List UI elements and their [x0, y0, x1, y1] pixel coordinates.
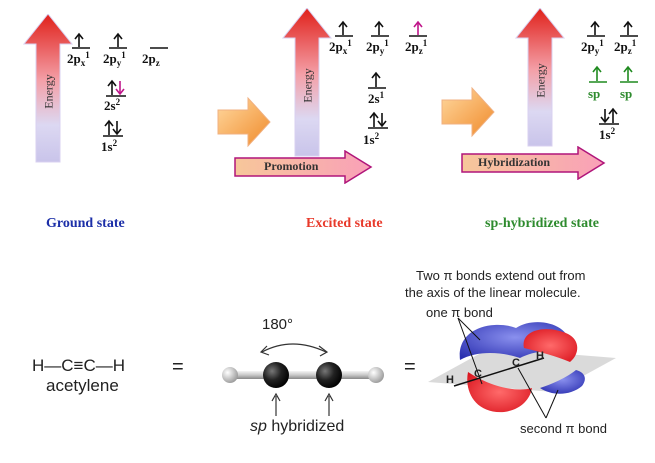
orbital-2py-ground: 2py1 [103, 50, 126, 68]
hydrogen-atom [222, 367, 238, 383]
orbital-2pz-hybrid: 2pz1 [614, 38, 637, 56]
transition-arrow-icon [217, 96, 271, 148]
atom-c-right: C [512, 357, 520, 369]
energy-arrow-ground [22, 14, 74, 163]
ball-and-stick-model [222, 343, 384, 416]
acetylene-formula: H—C≡C—H [32, 356, 126, 375]
acetylene-name: acetylene [46, 376, 119, 395]
orbital-2py-excited: 2py1 [366, 38, 389, 56]
empty-orbital-line [150, 47, 168, 49]
hybridization-arrow [461, 146, 606, 180]
energy-arrow-hybrid [514, 8, 566, 147]
orbital-1s-excited: 1s2 [363, 131, 380, 147]
sp-hybridized-title: sp-hybridized state [485, 216, 599, 231]
equals-sign: = [172, 356, 184, 378]
one-pi-bond-label: one π bond [426, 305, 493, 320]
atom-h-right: H [536, 350, 544, 362]
electron-up-icon [72, 32, 90, 49]
electron-up-icon [368, 71, 386, 89]
orbital-2px-excited: 2px1 [329, 38, 352, 56]
pi-lobe-blue [540, 370, 585, 394]
second-pi-bond-label: second π bond [520, 421, 608, 436]
angle-arc [261, 343, 327, 353]
orbital-2s-ground: 2s2 [104, 97, 121, 113]
carbon-atom [263, 362, 289, 388]
orbital-2py-hybrid: 2py1 [581, 38, 604, 56]
pi-bond-caption-line2: the axis of the linear molecule. [405, 285, 581, 300]
hydrogen-atom [368, 367, 384, 383]
energy-label-ground: Energy [41, 74, 56, 109]
electron-up-icon [371, 20, 389, 37]
orbital-1s-ground: 1s2 [101, 138, 118, 154]
hybridization-label: Hybridization [478, 155, 551, 169]
energy-label-hybrid: Energy [533, 63, 548, 98]
electron-up-icon [109, 32, 127, 49]
pi-bond-caption-line1: Two π bonds extend out from [416, 268, 586, 283]
sp-electron-icon [589, 65, 607, 83]
electron-pair-icon [599, 107, 619, 125]
promoted-electron-icon [409, 20, 427, 37]
electron-pair-icon [106, 79, 126, 97]
atom-h-left: H [446, 374, 454, 386]
sp-hybridized-caption: sp hybridized [250, 418, 345, 435]
carbon-atom [316, 362, 342, 388]
ground-state-title: Ground state [46, 216, 125, 231]
orbital-1s-hybrid: 1s2 [599, 126, 616, 142]
transition-arrow-icon [441, 86, 495, 138]
electron-pair-icon [103, 119, 123, 137]
orbital-2pz-ground: 2pz [142, 51, 160, 68]
orbital-sp-a: sp [588, 86, 601, 101]
electron-pair-icon [368, 111, 388, 129]
sp-electron-icon [620, 65, 638, 83]
electron-up-icon [335, 20, 353, 37]
bond-angle-label: 180° [262, 316, 294, 333]
pi-lobe-red [467, 372, 532, 413]
orbital-sp-b: sp [620, 86, 633, 101]
excited-state-title: Excited state [306, 216, 383, 231]
orbital-2px-ground: 2px1 [67, 50, 90, 68]
promotion-label: Promotion [264, 159, 319, 173]
electron-up-icon [620, 20, 638, 37]
promotion-arrow [234, 150, 373, 184]
orbital-2pz-excited: 2pz1 [405, 38, 428, 56]
equals-sign: = [404, 356, 416, 378]
orbital-2s-excited: 2s1 [368, 90, 385, 106]
atom-c-left: C [474, 368, 482, 380]
pi-lobe-red [523, 329, 578, 362]
energy-label-excited: Energy [300, 68, 315, 103]
electron-up-icon [587, 20, 605, 37]
pi-bond-orbital-model [428, 317, 616, 419]
energy-arrow-excited [281, 8, 333, 157]
